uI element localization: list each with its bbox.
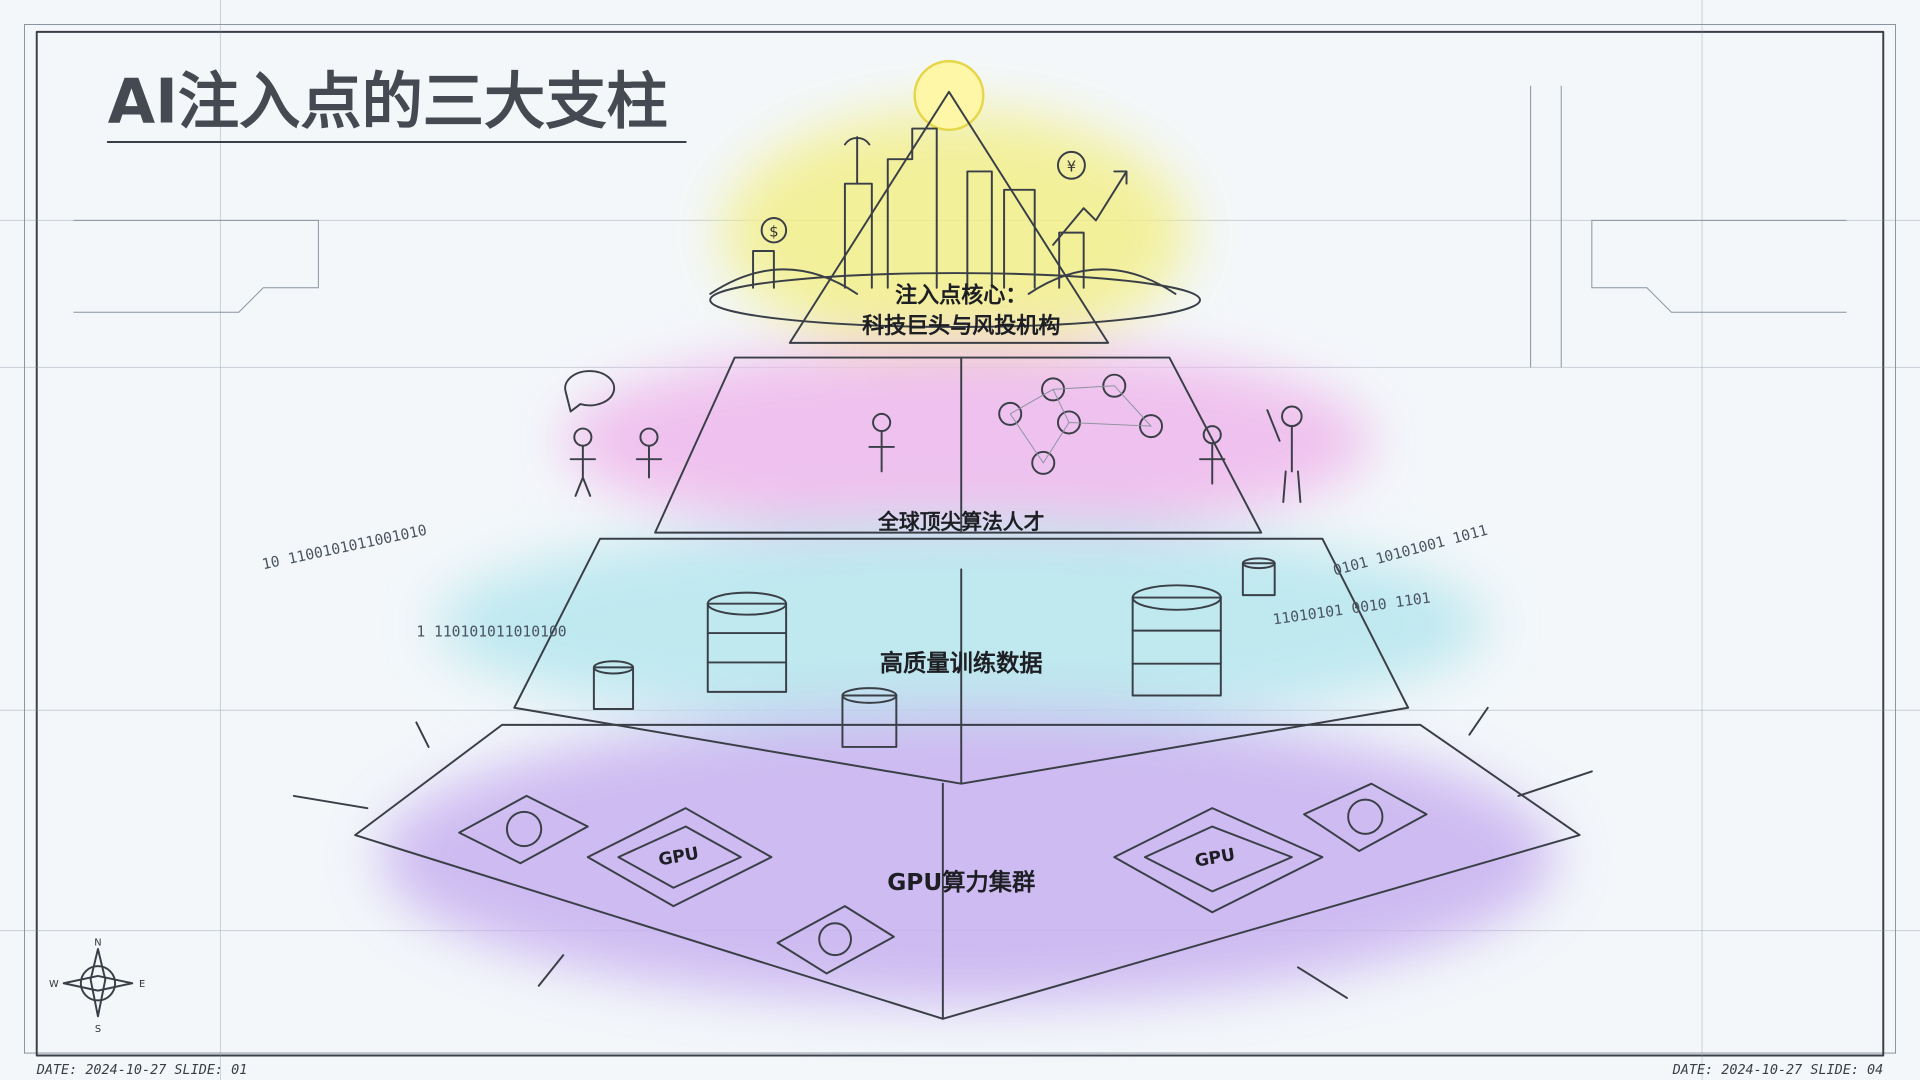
svg-text:N: N bbox=[94, 937, 101, 948]
network-graph-icon bbox=[998, 373, 1164, 475]
tier-data-label: 高质量训练数据 bbox=[880, 650, 1043, 677]
footer-left: DATE: 2024-10-27 SLIDE: 01 bbox=[36, 1063, 248, 1078]
svg-text:E: E bbox=[139, 979, 145, 990]
people-icons bbox=[564, 370, 1303, 504]
svg-text:1 110101011010100: 1 110101011010100 bbox=[416, 624, 566, 641]
svg-text:¥: ¥ bbox=[1067, 158, 1076, 175]
svg-text:S: S bbox=[95, 1024, 101, 1035]
tier-core-label-line1: 注入点核心： bbox=[895, 282, 1027, 308]
city-skyline-icon: ¥ $ bbox=[709, 127, 1201, 328]
fan-card-icons bbox=[458, 782, 1428, 975]
tier-core: ¥ $ 注入点核心： 科技巨头与风投机构 bbox=[709, 60, 1201, 344]
svg-text:10 1100101011001010: 10 1100101011001010 bbox=[261, 522, 429, 574]
database-icons bbox=[592, 557, 1276, 748]
tier-algorithm-talent: 全球顶尖算法人才 bbox=[564, 356, 1303, 534]
tier-core-label-line2: 科技巨头与风投机构 bbox=[862, 313, 1060, 339]
tier-gpu-label: GPU算力集群 bbox=[887, 869, 1035, 896]
tier-talent-label: 全球顶尖算法人才 bbox=[877, 510, 1044, 534]
color-washes bbox=[379, 110, 1556, 1005]
compass-rose-icon: N S E W bbox=[49, 937, 145, 1035]
page-title: AI注入点的三大支柱 bbox=[108, 66, 668, 137]
svg-text:$: $ bbox=[769, 223, 778, 240]
svg-text:W: W bbox=[49, 979, 59, 990]
footer-right: DATE: 2024-10-27 SLIDE: 04 bbox=[1672, 1063, 1884, 1078]
